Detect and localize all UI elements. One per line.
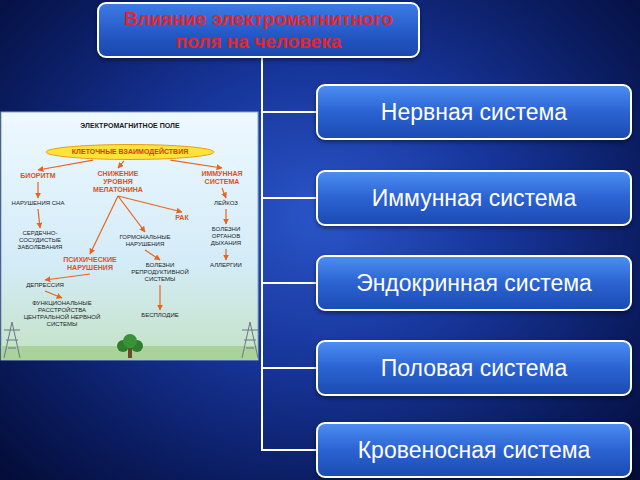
picture-arrow	[118, 161, 124, 168]
picture-label: БИОРИТМ	[13, 172, 63, 180]
picture-label: БОЛЕЗНИ РЕПРОДУКТИВНОЙ СИСТЕМЫ	[125, 262, 195, 283]
picture-arrow	[37, 182, 38, 198]
picture-label: ФУНКЦИОНАЛЬНЫЕ РАССТРОЙСТВА ЦЕНТРАЛЬНОЙ …	[22, 300, 102, 328]
picture-arrow	[225, 209, 226, 224]
node-text: Нервная система	[381, 99, 567, 126]
picture-label: БОЛЕЗНИ ОРГАНОВ ДЫХАНИЯ	[200, 226, 252, 247]
pylon-symbol	[242, 322, 258, 358]
pylon-symbol	[4, 322, 20, 358]
oval-shape	[46, 145, 214, 160]
branch-line	[262, 58, 316, 198]
grass	[1, 346, 258, 360]
cell-oval: КЛЕТОЧНЫЕ ВЗАИМОДЕЙСТВИЯ	[45, 144, 215, 160]
picture-label: ЭЛЕКТРОМАГНИТНОЕ ПОЛЕ	[55, 122, 205, 130]
picture-arrow	[225, 249, 226, 260]
node-text: КЛЕТОЧНЫЕ ВЗАИМОДЕЙСТВИЯ	[72, 148, 188, 156]
picture-label: РАК	[167, 214, 197, 222]
arrow-group	[38, 160, 226, 310]
picture-label: ПСИХИЧЕСКИЕ НАРУШЕНИЯ	[57, 256, 123, 272]
picture-arrow	[145, 250, 160, 260]
picture-panel	[1, 112, 258, 360]
branch-line	[262, 58, 316, 283]
title-box: Влияние электромагнитного поля на челове…	[97, 2, 420, 58]
node-text: Влияние электромагнитного поля на челове…	[109, 7, 408, 53]
branch-line	[262, 58, 316, 368]
node-text: Половая система	[381, 355, 567, 382]
picture-label: ДЕПРЕССИЯ	[19, 282, 71, 289]
picture-label: ЛЕЙКОЗ	[204, 200, 248, 207]
tree-symbol	[117, 334, 143, 358]
branch-line	[262, 58, 316, 450]
picture-label: АЛЛЕРГИИ	[203, 262, 249, 269]
picture-label: ИММУННАЯ СИСТЕМА	[194, 170, 250, 186]
picture-arrow	[118, 196, 182, 212]
system-box: Кровеносная система	[316, 422, 632, 478]
picture-label: НАРУШЕНИЯ СНА	[10, 200, 66, 207]
picture-arrow	[222, 188, 226, 198]
picture-arrow	[38, 160, 93, 170]
picture-arrow	[159, 285, 160, 310]
picture-arrow	[45, 291, 62, 298]
picture-label: БЕСПЛОДИЕ	[134, 312, 186, 319]
picture-label: ГОРМОНАЛЬНЫЕ НАРУШЕНИЯ	[114, 234, 176, 248]
system-box: Нервная система	[316, 84, 632, 140]
system-box: Эндокринная система	[316, 255, 632, 311]
picture-label: СЕРДЕЧНО-СОСУДИСТЫЕ ЗАБОЛЕВАНИЯ	[5, 230, 75, 251]
picture-arrow	[170, 160, 222, 168]
system-box: Половая система	[316, 340, 632, 396]
node-text: Эндокринная система	[356, 270, 592, 297]
picture-arrow	[38, 209, 40, 228]
system-box: Иммунная система	[316, 170, 632, 226]
picture-arrow	[90, 196, 118, 254]
node-text: Иммунная система	[372, 185, 576, 212]
branch-line	[262, 58, 316, 112]
picture-arrow	[45, 274, 90, 280]
picture-label: СНИЖЕНИЕ УРОВНЯ МЕЛАТОНИНА	[86, 170, 150, 194]
node-text: Кровеносная система	[358, 437, 591, 464]
